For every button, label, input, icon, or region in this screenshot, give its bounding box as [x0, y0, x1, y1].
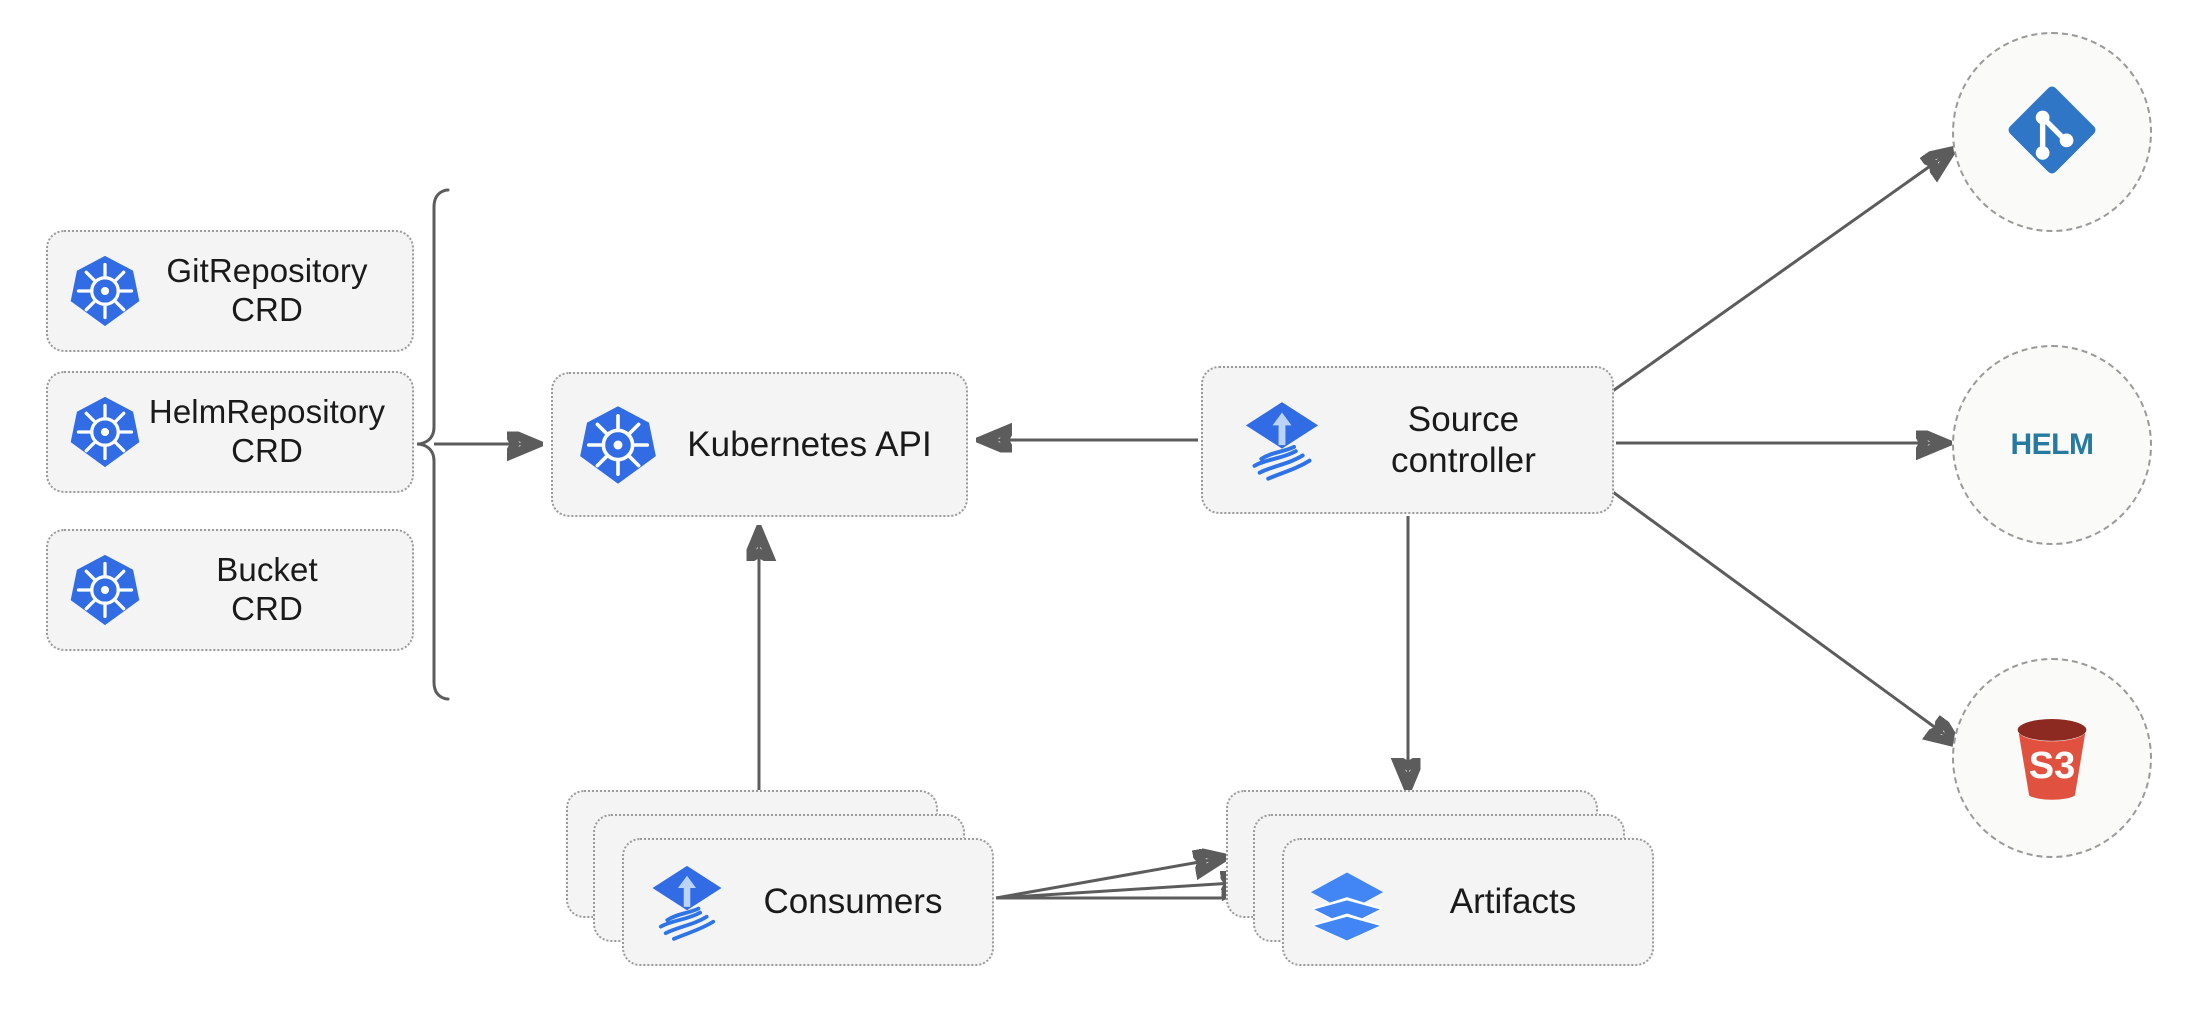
- edge-consumers-to-artifacts-1: [995, 858, 1222, 900]
- edge-source-controller-to-s3: [1605, 485, 1955, 742]
- git-icon: [2000, 78, 2104, 187]
- node-label: Source controller: [1391, 399, 1536, 480]
- crd-label: GitRepository CRD: [166, 252, 368, 328]
- crd-label: HelmRepository CRD: [148, 393, 386, 469]
- kubernetes-icon: [575, 402, 661, 488]
- flux-icon: [1239, 397, 1325, 483]
- edge-source-controller-to-git: [1599, 152, 1950, 402]
- stack-sheet-front[interactable]: Consumers: [622, 838, 994, 966]
- node-label: Consumers: [763, 882, 943, 921]
- node-label: Kubernetes API: [687, 424, 932, 464]
- backend-circle-helm[interactable]: HELM: [1952, 345, 2152, 545]
- crd-card-gitrepository[interactable]: GitRepository CRD: [46, 230, 414, 352]
- edge-consumers-to-artifacts-2: [995, 882, 1249, 898]
- s3-wordmark: S3: [2028, 744, 2076, 787]
- backend-circle-s3[interactable]: S3: [1952, 658, 2152, 858]
- crd-group-brace: [416, 188, 450, 701]
- kubernetes-icon: [66, 551, 144, 629]
- kubernetes-icon: [66, 252, 144, 330]
- backend-circle-git[interactable]: [1952, 32, 2152, 232]
- node-consumers[interactable]: Consumers: [566, 790, 996, 970]
- node-label: Artifacts: [1449, 882, 1577, 921]
- helm-wordmark: HELM: [1996, 389, 2108, 501]
- layers-icon: [1306, 861, 1388, 943]
- crd-label: Bucket CRD: [216, 551, 318, 627]
- crd-card-bucket[interactable]: Bucket CRD: [46, 529, 414, 651]
- flux-icon: [646, 861, 728, 943]
- crd-card-helmrepository[interactable]: HelmRepository CRD: [46, 371, 414, 493]
- kubernetes-icon: [66, 393, 144, 471]
- helm-icon: HELM: [1996, 389, 2108, 501]
- node-kubernetes-api[interactable]: Kubernetes API: [551, 372, 968, 517]
- node-source-controller[interactable]: Source controller: [1201, 366, 1614, 514]
- s3-bucket-icon: S3: [2000, 706, 2104, 810]
- stack-sheet-front[interactable]: Artifacts: [1282, 838, 1654, 966]
- node-artifacts[interactable]: Artifacts: [1226, 790, 1656, 970]
